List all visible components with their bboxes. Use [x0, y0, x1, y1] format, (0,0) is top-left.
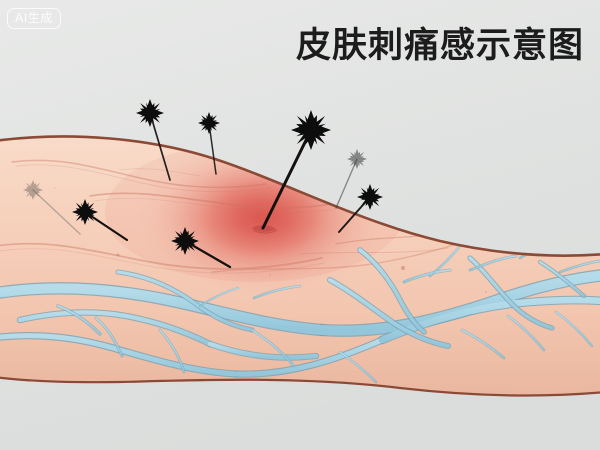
needle-main-center [261, 128, 313, 230]
needle-left-ghost [32, 189, 81, 235]
sting-sparks-group [23, 99, 383, 269]
spark-top-mid [198, 112, 220, 134]
subcutaneous-vein-network [0, 238, 600, 384]
needle-left-upper [83, 210, 129, 242]
page-title: 皮肤刺痛感示意图 [296, 26, 585, 66]
spark-left-upper [72, 199, 98, 225]
inflammation-core [200, 178, 324, 258]
skin-top-outline [0, 135, 600, 257]
skin-bottom-outline [0, 376, 600, 397]
spark-bursts [23, 99, 383, 255]
skin-crease-lines [0, 159, 513, 274]
needle-shafts [32, 112, 371, 269]
needle-top-mid [208, 122, 217, 175]
spark-right-faded [347, 149, 367, 169]
needle-top-left [149, 112, 171, 181]
spark-top-left [136, 99, 164, 127]
spark-left-ghost [23, 180, 43, 200]
needle-right-faded [335, 158, 358, 209]
spark-right-lower [357, 184, 383, 210]
ai-generated-badge: AI生成 [7, 8, 61, 29]
needle-left-lower [183, 239, 232, 269]
spark-left-lower [171, 227, 199, 255]
spark-main-center [291, 110, 331, 150]
